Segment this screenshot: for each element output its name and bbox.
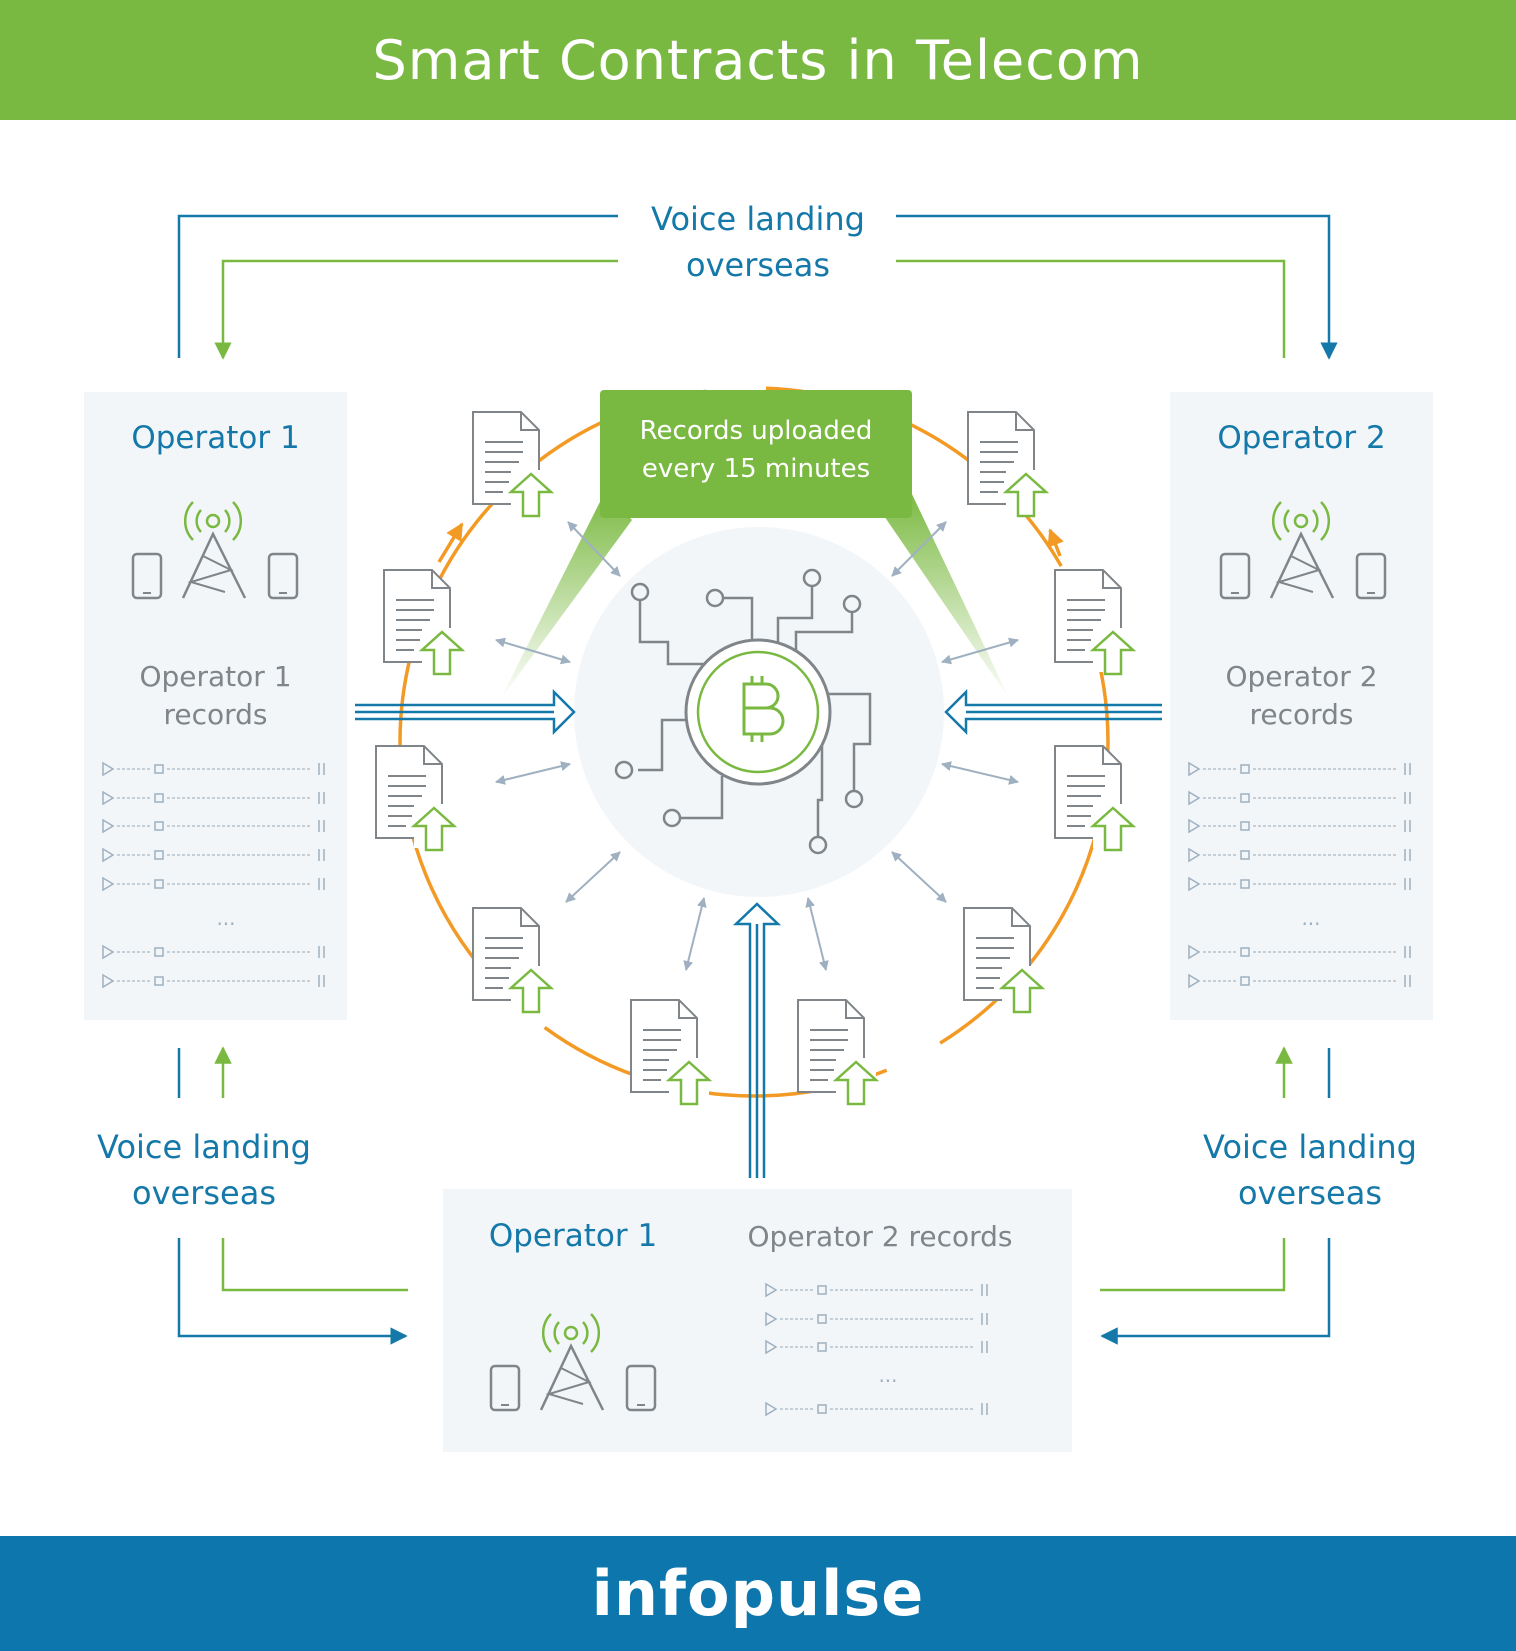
bottom-upload-arrow — [732, 902, 782, 1178]
operator-1-records-line-2: records — [163, 698, 268, 731]
bottom-operator-title: Operator 1 — [488, 1218, 658, 1254]
page-title: Smart Contracts in Telecom — [372, 28, 1144, 92]
voice-landing-top-label: Voice landing overseas — [618, 196, 898, 288]
operator-2-records-line-1: Operator 2 — [1225, 660, 1378, 693]
footer-banner: infopulse — [0, 1536, 1516, 1651]
voice-left-line-1: Voice landing — [97, 1128, 311, 1166]
title-banner: Smart Contracts in Telecom — [0, 0, 1516, 120]
voice-right-line-1: Voice landing — [1203, 1128, 1417, 1166]
operator-2-rows-ellipsis: ... — [1301, 906, 1320, 930]
voice-top-line-1: Voice landing — [651, 200, 865, 238]
bottom-operator-panel — [443, 1189, 1072, 1452]
bottom-operator-tower-icon — [489, 1312, 657, 1412]
operator-1-panel — [84, 392, 347, 1020]
operator-2-records-label: Operator 2 records — [1170, 658, 1433, 734]
bottom-record-rows — [765, 1283, 988, 1416]
operator-2-record-rows — [1188, 762, 1411, 988]
voice-right-line-2: overseas — [1238, 1174, 1382, 1212]
sync-arrows — [495, 521, 1019, 971]
operator-1-records-label: Operator 1 records — [84, 658, 347, 734]
bottom-rows-ellipsis: ... — [878, 1363, 897, 1387]
voice-top-line-2: overseas — [686, 246, 830, 284]
operator-2-upload-arrow — [944, 688, 1162, 736]
callout-line-1: Records uploaded — [639, 416, 873, 446]
operator-1-upload-arrow — [355, 688, 576, 736]
operator-1-record-rows — [102, 762, 325, 988]
operator-2-records-line-2: records — [1249, 698, 1354, 731]
top-voice-connectors — [177, 214, 1338, 360]
callout-text: Records uploaded every 15 minutes — [600, 412, 912, 488]
bottom-records-label: Operator 2 records — [747, 1220, 1013, 1253]
operator-1-rows-ellipsis: ... — [216, 906, 235, 930]
bitcoin-icon — [742, 676, 785, 742]
operator-1-title: Operator 1 — [131, 420, 300, 456]
operator-1-tower-icon — [131, 500, 299, 600]
operator-2-panel — [1170, 392, 1433, 1020]
operator-2-title: Operator 2 — [1217, 420, 1386, 456]
blockchain-hub — [614, 568, 872, 855]
upload-cycle-ring — [398, 386, 1110, 1098]
callout-line-2: every 15 minutes — [641, 454, 871, 484]
bottom-voice-connectors — [177, 1046, 1331, 1345]
infopulse-logo: infopulse — [591, 1557, 925, 1630]
voice-landing-right-label: Voice landing overseas — [1170, 1124, 1450, 1216]
voice-landing-left-label: Voice landing overseas — [64, 1124, 344, 1216]
operator-1-records-line-1: Operator 1 — [139, 660, 292, 693]
voice-left-line-2: overseas — [132, 1174, 276, 1212]
operator-2-tower-icon — [1219, 500, 1387, 600]
